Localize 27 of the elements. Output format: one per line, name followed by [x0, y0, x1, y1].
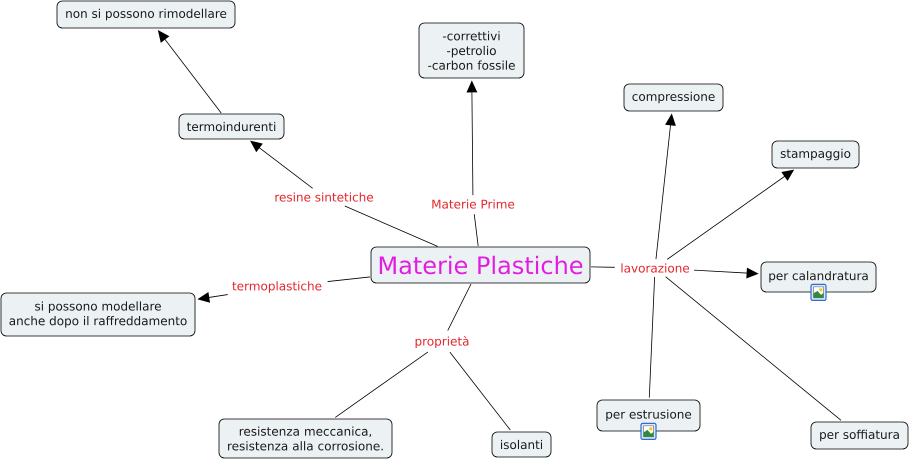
concept-box: si possono modellare anche dopo il raffreddamento	[0, 292, 196, 336]
arrow	[250, 140, 314, 189]
linking-phrase: termoplastiche	[232, 281, 322, 293]
concept-box: -correttivi -petrolio -carbon fossile	[418, 22, 524, 78]
connector-line	[327, 276, 370, 282]
concept-box: termoindurenti	[178, 114, 284, 140]
connector-line	[450, 352, 511, 430]
concept-box: isolanti	[492, 432, 552, 458]
concept-box: per estrusione	[596, 400, 700, 432]
concept-box: stampaggio	[772, 140, 860, 168]
connector-line	[447, 284, 472, 331]
linking-phrase: lavorazione	[621, 263, 690, 273]
concept-box: per soffiatura	[810, 422, 908, 450]
concept-box: resistenza meccanica, resistenza alla corrosione.	[218, 418, 392, 458]
connector-line	[334, 352, 428, 418]
concept-box: compressione	[624, 84, 724, 112]
main-concept-box: Materie Plastiche	[370, 246, 590, 284]
linking-phrase: resine sintetiche	[275, 192, 374, 202]
connector-line	[590, 266, 616, 268]
linking-phrase: proprietà	[416, 336, 468, 348]
concept-box: non si possono rimodellare	[56, 0, 236, 28]
linking-phrase: Materie Prime	[432, 199, 514, 209]
concept-box: per calandratura	[760, 262, 876, 292]
connector-line	[648, 276, 656, 398]
connector-line	[665, 276, 842, 421]
connector-line	[344, 206, 438, 247]
connector-line	[474, 214, 479, 246]
